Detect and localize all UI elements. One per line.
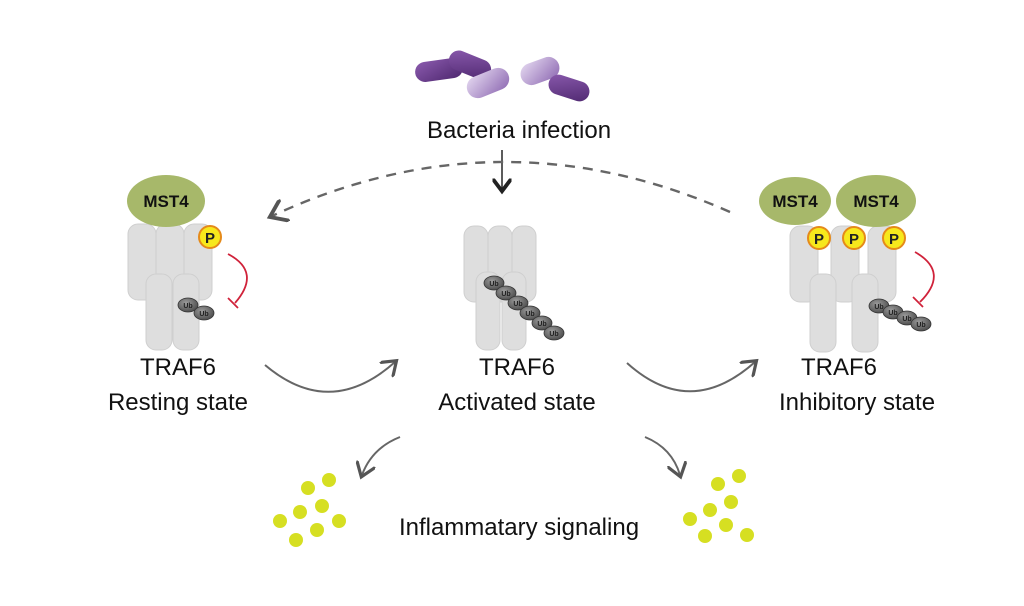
ubiquitin-bead xyxy=(507,295,529,311)
mst4-kinase xyxy=(127,175,205,227)
inhibition-arrow xyxy=(914,251,935,303)
ubiquitin-label: Ub xyxy=(513,301,522,308)
signal-dots-right xyxy=(683,469,754,543)
activated-to-inhibitory-arrow xyxy=(626,362,755,393)
ubiquitin-label: Ub xyxy=(549,331,558,338)
activated-protein-label: TRAF6 xyxy=(479,354,555,381)
bacteria-icon xyxy=(415,50,590,102)
svg-text:P: P xyxy=(889,231,899,248)
inhibition-arrow xyxy=(227,253,248,304)
phospho-badge: P xyxy=(198,225,222,249)
ubiquitin-label: Ub xyxy=(525,311,534,318)
svg-text:Ub: Ub xyxy=(183,303,192,310)
ubiquitin-label: Ub xyxy=(888,310,897,317)
ubiquitin-label: Ub xyxy=(537,321,546,328)
inhibitory-protein-label: TRAF6 xyxy=(801,354,877,381)
ubiquitin-label: Ub xyxy=(874,304,883,311)
svg-text:P: P xyxy=(814,231,824,248)
signaling-arrow-left xyxy=(362,436,401,475)
resting-state-label: Resting state xyxy=(108,389,248,416)
mst4-label: MST4 xyxy=(853,192,899,211)
signal-dots-left xyxy=(273,473,346,547)
traf6-resting-complex: MST4 P Ub Ub xyxy=(127,175,248,351)
ubiquitin-label: Ub xyxy=(916,322,925,329)
inflammatory-signaling-label: Inflammatary signaling xyxy=(399,514,639,541)
mst4-kinase xyxy=(836,175,916,227)
mst4-label: MST4 xyxy=(772,192,818,211)
svg-text:Ub: Ub xyxy=(199,311,208,318)
ubiquitin-chain: Ub Ub xyxy=(177,297,215,321)
inhibitory-state-label: Inhibitory state xyxy=(779,389,935,416)
ubiquitin-bead xyxy=(910,316,932,332)
ubiquitin-bead xyxy=(483,275,505,291)
ubiquitin-bead xyxy=(543,325,565,341)
resting-protein-label: TRAF6 xyxy=(140,354,216,381)
signaling-arrow-right xyxy=(644,436,680,475)
resting-to-activated-arrow xyxy=(264,362,395,393)
feedback-dashed-arrow xyxy=(272,160,731,216)
mst4-label: MST4 xyxy=(143,192,189,211)
ubiquitin-bead xyxy=(519,305,541,321)
ubiquitin-label: Ub xyxy=(902,316,911,323)
svg-text:P: P xyxy=(849,231,859,248)
ubiquitin-bead xyxy=(531,315,553,331)
bacteria-infection-label: Bacteria infection xyxy=(427,117,611,144)
ubiquitin-bead xyxy=(495,285,517,301)
svg-text:P: P xyxy=(205,230,215,247)
ubiquitin-label: Ub xyxy=(489,281,498,288)
activated-state-label: Activated state xyxy=(438,389,595,416)
phospho-badge: P xyxy=(807,226,831,250)
mst4-kinase xyxy=(759,177,831,225)
phospho-badge: P xyxy=(842,226,866,250)
ubiquitin-label: Ub xyxy=(501,291,510,298)
phospho-badge: P xyxy=(882,226,906,250)
